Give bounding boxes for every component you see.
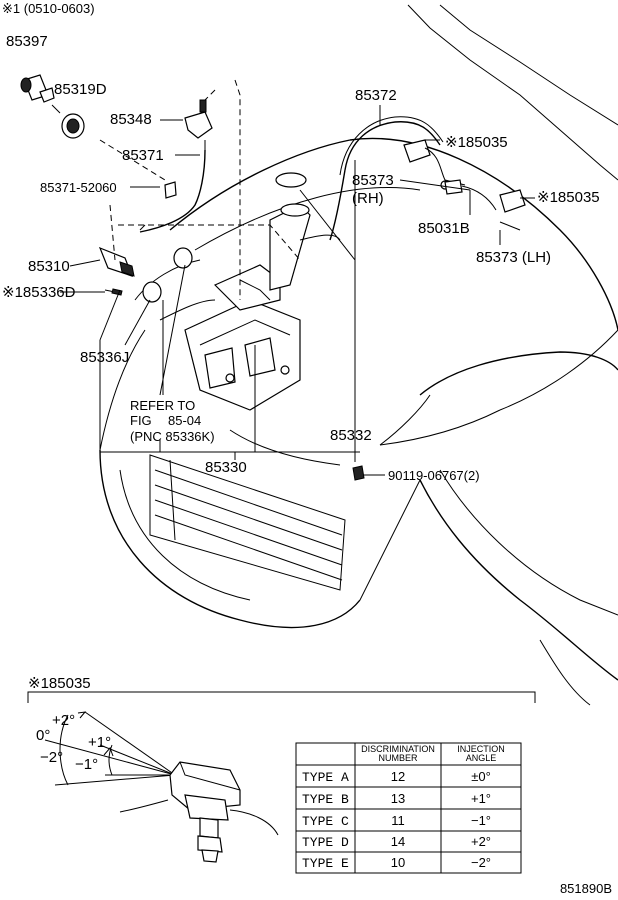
header-discrimination-2: NUMBER: [378, 753, 418, 763]
label-85330: 85330: [205, 459, 247, 476]
filler-cap: [275, 172, 307, 188]
header-angle-2: ANGLE: [466, 753, 497, 763]
hose-85371-drawing: [139, 149, 206, 233]
grommet-85336-drawing: [104, 247, 193, 303]
label-85371-52060: 85371-52060: [40, 180, 117, 195]
label-85373: 85373: [352, 172, 394, 189]
row-e-angle: −2°: [471, 855, 491, 870]
row-c-angle: −1°: [471, 813, 491, 828]
washer-tank: [184, 172, 341, 411]
label-85336D: ※185336D: [2, 284, 76, 301]
refer-line-4: (PNC 85336K): [130, 429, 215, 444]
angle-minus1: −1°: [75, 756, 98, 773]
pump-85310-drawing: [98, 246, 135, 277]
row-c-type: TYPE C: [302, 814, 349, 829]
row-b-type: TYPE B: [302, 792, 349, 807]
label-85371: 85371: [122, 147, 164, 164]
detail-title: ※185035: [28, 675, 91, 692]
row-d-number: 14: [391, 834, 405, 849]
part-85319D-drawing: [61, 113, 85, 139]
label-rh: (RH): [352, 190, 384, 207]
row-c-number: 11: [391, 813, 405, 828]
label-85332: 85332: [330, 427, 372, 444]
part-85397-drawing: [20, 74, 55, 103]
joint-85031B-drawing: [444, 179, 497, 211]
row-d-angle: +2°: [471, 834, 491, 849]
clip-85371-52060-drawing: [164, 181, 177, 199]
refer-line-2: FIG: [130, 413, 152, 428]
row-b-angle: +1°: [471, 791, 491, 806]
label-85031B: 85031B: [418, 220, 470, 237]
nozzle-lh-drawing: [499, 189, 526, 213]
row-a-angle: ±0°: [471, 769, 491, 784]
header-angle-1: INJECTION: [457, 744, 505, 754]
label-85035-right: ※185035: [537, 189, 600, 206]
header-note: ※1 (0510-0603): [2, 1, 95, 16]
angle-minus2: −2°: [40, 749, 63, 766]
row-b-number: 13: [391, 791, 405, 806]
figure-code: 851890B: [560, 881, 612, 896]
row-a-number: 12: [391, 769, 405, 784]
label-90119: 90119-06767(2): [388, 468, 480, 483]
angle-zero: 0°: [36, 727, 50, 744]
row-e-type: TYPE E: [302, 856, 349, 871]
label-85348: 85348: [110, 111, 152, 128]
angle-plus1: +1°: [88, 734, 111, 751]
bolt-90119-drawing: [352, 465, 365, 481]
nozzle-detail-drawing: [119, 761, 279, 863]
label-85336J: 85336J: [80, 349, 129, 366]
label-85310: 85310: [28, 258, 70, 275]
refer-line-1: REFER TO: [130, 398, 195, 413]
angle-table: DISCRIMINATION NUMBER INJECTION ANGLE TY…: [295, 742, 522, 874]
refer-line-3: 85-04: [168, 413, 201, 428]
car-body-outline: [99, 4, 618, 706]
row-e-number: 10: [391, 855, 405, 870]
leader-lines: [51, 79, 535, 476]
hose-85372-drawing: [329, 116, 444, 241]
label-85035-top: ※185035: [445, 134, 508, 151]
label-85319D: 85319D: [54, 81, 107, 98]
detail-section: ※185035 +2° 0° −2° +1° −1°: [27, 675, 536, 874]
row-d-type: TYPE D: [302, 835, 349, 850]
label-85397: 85397: [6, 33, 48, 50]
label-85372: 85372: [355, 87, 397, 104]
label-85373-lh: 85373 (LH): [476, 249, 551, 266]
header-discrimination-1: DISCRIMINATION: [361, 744, 435, 754]
angle-plus2: +2°: [52, 712, 75, 729]
part-85348-drawing: [184, 99, 213, 150]
row-a-type: TYPE A: [302, 770, 349, 785]
